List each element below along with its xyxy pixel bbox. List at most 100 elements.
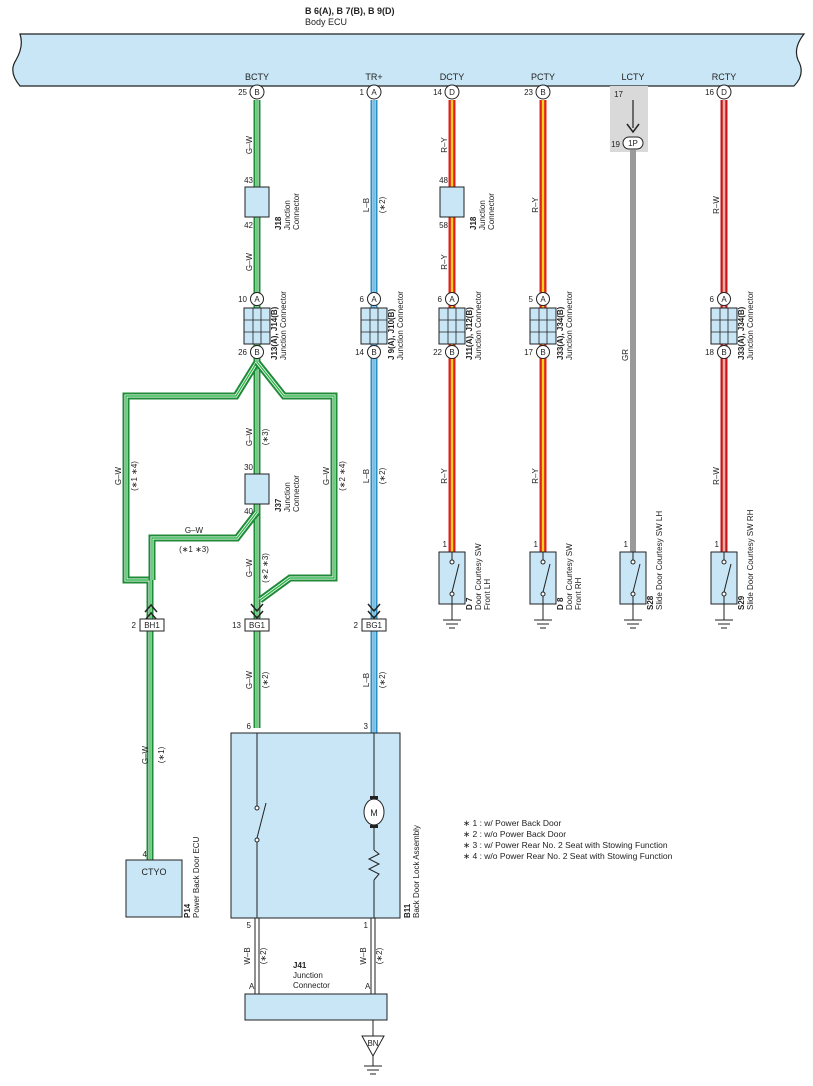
svg-text:BG1: BG1 [366, 621, 383, 630]
svg-text:BN: BN [367, 1039, 378, 1048]
svg-text:Slide Door Courtesy SW RH: Slide Door Courtesy SW RH [746, 509, 755, 610]
svg-text:Junction: Junction [283, 482, 292, 512]
component-b11: 6 3 5 1 M B11 Back Door Lock Assembly [230, 722, 421, 930]
wire-branch-left [122, 360, 260, 898]
svg-text:(∗2): (∗2) [261, 671, 270, 688]
svg-text:1: 1 [443, 540, 448, 549]
footnote-1: ∗ 1 : w/ Power Back Door [463, 818, 562, 828]
svg-text:Connector: Connector [292, 475, 301, 512]
svg-text:R–Y: R–Y [440, 137, 449, 153]
connector-bg1-left: BG1 13 [232, 603, 270, 632]
ground-bn: BN [361, 1035, 385, 1075]
svg-text:Junction: Junction [478, 200, 487, 230]
svg-text:(∗2): (∗2) [375, 947, 384, 964]
svg-text:10: 10 [238, 295, 247, 304]
svg-text:Slide Door Courtesy SW LH: Slide Door Courtesy SW LH [655, 511, 664, 610]
svg-text:G–W: G–W [185, 526, 204, 535]
svg-text:G–W: G–W [114, 466, 123, 485]
pin-conn-dcty: D [449, 88, 455, 97]
svg-text:J41: J41 [293, 961, 307, 970]
pin-conn-tr: A [371, 88, 377, 97]
svg-text:A: A [365, 982, 371, 991]
svg-text:6: 6 [710, 295, 715, 304]
svg-text:G–W: G–W [245, 558, 254, 577]
svg-text:R–Y: R–Y [531, 468, 540, 484]
svg-text:L–B: L–B [362, 198, 371, 212]
svg-text:40: 40 [244, 507, 253, 516]
svg-text:26: 26 [238, 348, 247, 357]
svg-text:(∗2): (∗2) [378, 196, 387, 213]
svg-text:J11(A), J12(B): J11(A), J12(B) [465, 307, 474, 360]
pin-num-tr: 1 [360, 88, 365, 97]
svg-text:A: A [449, 295, 455, 304]
junction-j37: 30 40 J37 Junction Connector [244, 463, 301, 516]
ecu-pins: B 25 A 1 D 14 B 23 17 D 16 [238, 84, 732, 100]
svg-text:G–W: G–W [245, 252, 254, 271]
svg-text:(∗2): (∗2) [259, 947, 268, 964]
svg-text:M: M [370, 808, 378, 818]
svg-text:BG1: BG1 [249, 621, 266, 630]
svg-text:2: 2 [132, 621, 137, 630]
svg-text:19: 19 [611, 140, 620, 149]
svg-text:(∗1 ∗3): (∗1 ∗3) [179, 545, 209, 554]
svg-text:Junction Connector: Junction Connector [746, 291, 755, 360]
svg-text:R–Y: R–Y [440, 468, 449, 484]
svg-text:(∗3): (∗3) [261, 428, 270, 445]
pin-num-rcty: 16 [705, 88, 714, 97]
svg-text:R–Y: R–Y [531, 197, 540, 213]
connector-1p: 1P 19 [611, 123, 644, 150]
svg-text:(∗2 ∗3): (∗2 ∗3) [261, 553, 270, 583]
svg-text:(∗1 ∗4): (∗1 ∗4) [130, 461, 139, 491]
svg-text:(∗1): (∗1) [157, 746, 166, 763]
svg-text:Junction Connector: Junction Connector [565, 291, 574, 360]
connector-bh1: BH1 2 [132, 603, 165, 632]
svg-text:Junction Connector: Junction Connector [474, 291, 483, 360]
pin-label-tr: TR+ [365, 72, 382, 82]
svg-text:D 8: D 8 [556, 597, 565, 610]
footnote-3: ∗ 3 : w/ Power Rear No. 2 Seat with Stow… [463, 840, 668, 850]
pin-conn-bcty: B [254, 88, 259, 97]
pin-num-pcty: 23 [524, 88, 533, 97]
svg-text:1P: 1P [628, 139, 638, 148]
pin-label-lcty: LCTY [621, 72, 644, 82]
svg-text:GR: GR [621, 349, 630, 361]
svg-text:B: B [254, 348, 259, 357]
svg-text:6: 6 [438, 295, 443, 304]
svg-text:G–W: G–W [245, 670, 254, 689]
svg-text:R–W: R–W [712, 196, 721, 214]
svg-text:BH1: BH1 [144, 621, 160, 630]
svg-text:J13(A), J14(B): J13(A), J14(B) [270, 306, 279, 360]
pin-label-pcty: PCTY [531, 72, 555, 82]
svg-text:B: B [721, 348, 726, 357]
svg-text:CTYO: CTYO [141, 867, 166, 877]
svg-text:6: 6 [247, 722, 252, 731]
svg-text:A: A [371, 295, 377, 304]
svg-text:A: A [721, 295, 727, 304]
svg-text:Connector: Connector [487, 193, 496, 230]
svg-text:B11: B11 [403, 903, 412, 918]
svg-text:13: 13 [232, 621, 241, 630]
svg-text:R–W: R–W [712, 467, 721, 485]
svg-text:B: B [540, 348, 545, 357]
ecu-body [12, 33, 806, 87]
svg-text:J33(A), J34(B): J33(A), J34(B) [556, 306, 565, 360]
svg-text:Front LH: Front LH [483, 579, 492, 610]
svg-text:58: 58 [439, 221, 448, 230]
svg-text:Junction: Junction [283, 200, 292, 230]
svg-text:(∗2): (∗2) [378, 671, 387, 688]
svg-text:5: 5 [247, 921, 252, 930]
svg-text:43: 43 [244, 176, 253, 185]
pin-num-bcty: 25 [238, 88, 247, 97]
junction-j41: A A J41 Junction Connector [244, 961, 388, 1021]
svg-text:Front RH: Front RH [574, 577, 583, 610]
component-p14: CTYO 4 P14 Power Back Door ECU [125, 836, 201, 918]
svg-text:1: 1 [364, 921, 369, 930]
wire-labels: G–W G–W G–W (∗3) G–W (∗2 ∗3) G–W (∗1 ∗4)… [114, 135, 721, 964]
svg-text:Connector: Connector [292, 193, 301, 230]
svg-text:J37: J37 [274, 498, 283, 512]
svg-text:W–B: W–B [243, 947, 252, 964]
svg-text:G–W: G–W [245, 427, 254, 446]
